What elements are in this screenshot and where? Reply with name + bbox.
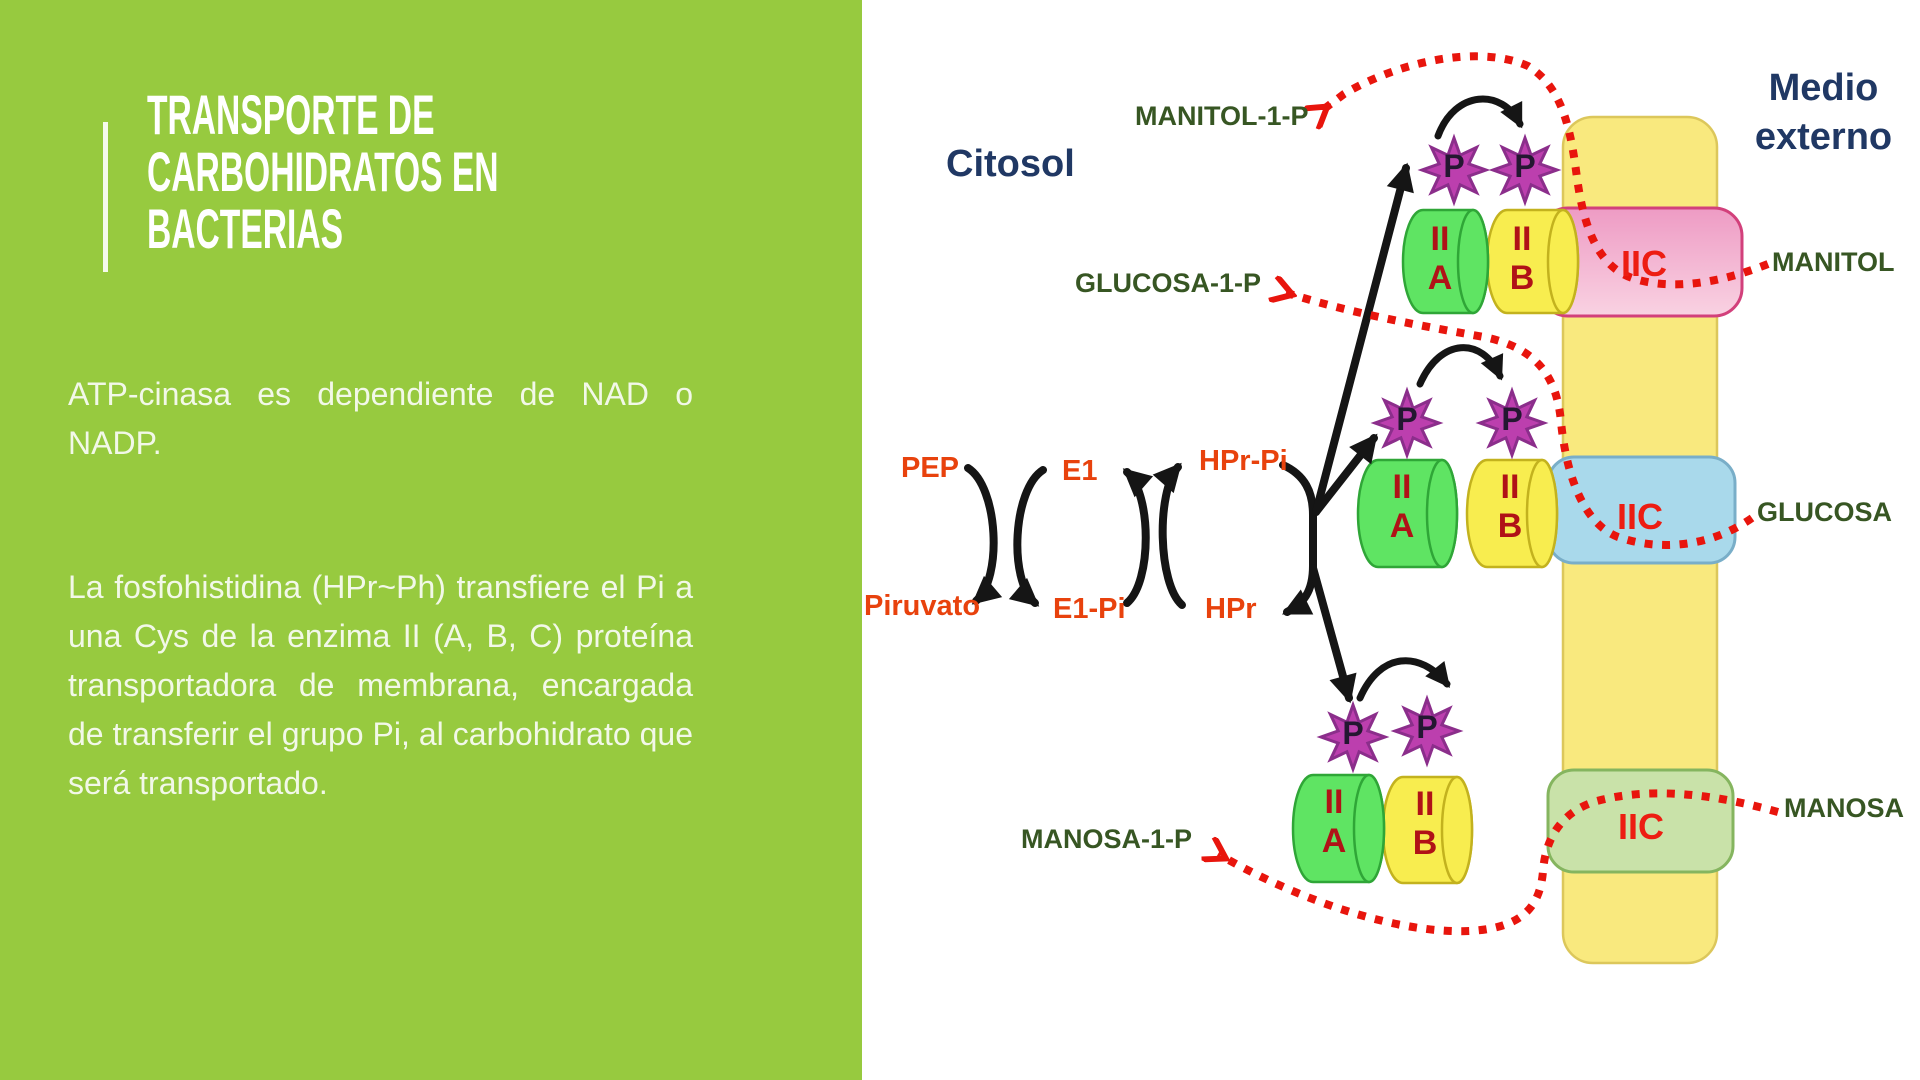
path-manitol-to-manitol1p bbox=[1320, 52, 1770, 289]
title-accent-bar bbox=[103, 122, 108, 272]
e1-pi-label: E1-Pi bbox=[1053, 593, 1126, 625]
arrow-p-transfer-manosa bbox=[1356, 657, 1451, 702]
enzyme-ii: II bbox=[1415, 785, 1435, 823]
left-panel: TRANSPORTE DE CARBOHIDRATOS EN BACTERIAS… bbox=[0, 0, 862, 1080]
arrow-branch-manitol bbox=[1312, 162, 1414, 516]
enzyme-ii: II bbox=[1500, 468, 1520, 506]
enzyme-a: A bbox=[1321, 822, 1347, 860]
arrow-p-transfer-glucosa bbox=[1416, 344, 1504, 388]
manitol-iib-cylinder bbox=[1485, 208, 1580, 315]
phosphate-p-label: P bbox=[1416, 709, 1438, 745]
cytosol-label: Citosol bbox=[946, 143, 1075, 185]
manosa-iia-cylinder bbox=[1291, 773, 1386, 884]
hpr-pi-label: HPr-Pi bbox=[1199, 445, 1288, 477]
paragraph-fosfohistidina: La fosfohistidina (HPr~Ph) transfiere el… bbox=[68, 569, 693, 801]
glucosa-iib-cylinder bbox=[1465, 458, 1559, 569]
glucosa-iia-cylinder bbox=[1356, 458, 1459, 569]
phosphate-p-label: P bbox=[1514, 148, 1536, 184]
enzyme-ii: II bbox=[1324, 783, 1344, 821]
enzyme-b: B bbox=[1509, 259, 1535, 297]
manitol-iia-cylinder bbox=[1401, 208, 1490, 315]
manosa-1p-label: MANOSA-1-P bbox=[1021, 824, 1193, 854]
glucosa-1p-label: GLUCOSA-1-P bbox=[1075, 268, 1262, 298]
enzyme-b: B bbox=[1497, 507, 1523, 545]
arrow-hprpi-to-hpr bbox=[1279, 461, 1317, 616]
glucosa-iic-label: IIC bbox=[1616, 496, 1663, 537]
manitol-1p-label: MANITOL-1-P bbox=[1135, 101, 1309, 131]
phosphate-p-label: P bbox=[1342, 715, 1364, 751]
enzyme-ii: II bbox=[1430, 220, 1450, 258]
arrow-p-transfer-manitol bbox=[1434, 95, 1524, 140]
pep-label: PEP bbox=[901, 452, 960, 484]
e1-label: E1 bbox=[1062, 455, 1098, 487]
manitol-label: MANITOL bbox=[1772, 247, 1895, 277]
path-manosa-to-manosa1p bbox=[1218, 789, 1780, 936]
paragraph-atp-cinasa: ATP-cinasa es dependiente de NAD o NADP. bbox=[68, 376, 693, 461]
arrow-hpr-to-hprpi bbox=[1152, 462, 1186, 609]
enzyme-ii: II bbox=[1392, 468, 1412, 506]
path-glucosa-to-glucosa1p bbox=[1284, 292, 1755, 549]
arrow-e1pi-to-e1 bbox=[1122, 468, 1154, 607]
manosa-iic-label: IIC bbox=[1617, 806, 1664, 847]
slide-title: TRANSPORTE DE CARBOHIDRATOS EN BACTERIAS bbox=[147, 83, 499, 260]
arrow-branch-glucosa bbox=[1312, 433, 1378, 516]
enzyme-a: A bbox=[1427, 259, 1453, 297]
enzyme-b: B bbox=[1412, 824, 1438, 862]
hpr-label: HPr bbox=[1205, 593, 1257, 625]
manosa-label: MANOSA bbox=[1784, 793, 1904, 823]
arrow-branch-manosa bbox=[1309, 564, 1357, 704]
manosa-iib-cylinder bbox=[1381, 775, 1474, 885]
reaction-arrows bbox=[964, 95, 1524, 704]
phosphate-p-label: P bbox=[1443, 148, 1465, 184]
arrow-e1-to-e1pi bbox=[1008, 466, 1047, 607]
enzyme-ii: II bbox=[1512, 220, 1532, 258]
sugar-transport-paths bbox=[1218, 52, 1780, 936]
piruvato-label: Piruvato bbox=[864, 590, 981, 622]
manitol-iic-label: IIC bbox=[1620, 243, 1667, 284]
phosphate-p-label: P bbox=[1396, 401, 1418, 437]
external-medium-label: Medio externo bbox=[1754, 67, 1893, 158]
phosphate-p-label: P bbox=[1501, 401, 1523, 437]
glucosa-label: GLUCOSA bbox=[1757, 497, 1892, 527]
enzyme-a: A bbox=[1389, 507, 1415, 545]
arrow-pep-to-piruvato bbox=[964, 464, 1003, 605]
